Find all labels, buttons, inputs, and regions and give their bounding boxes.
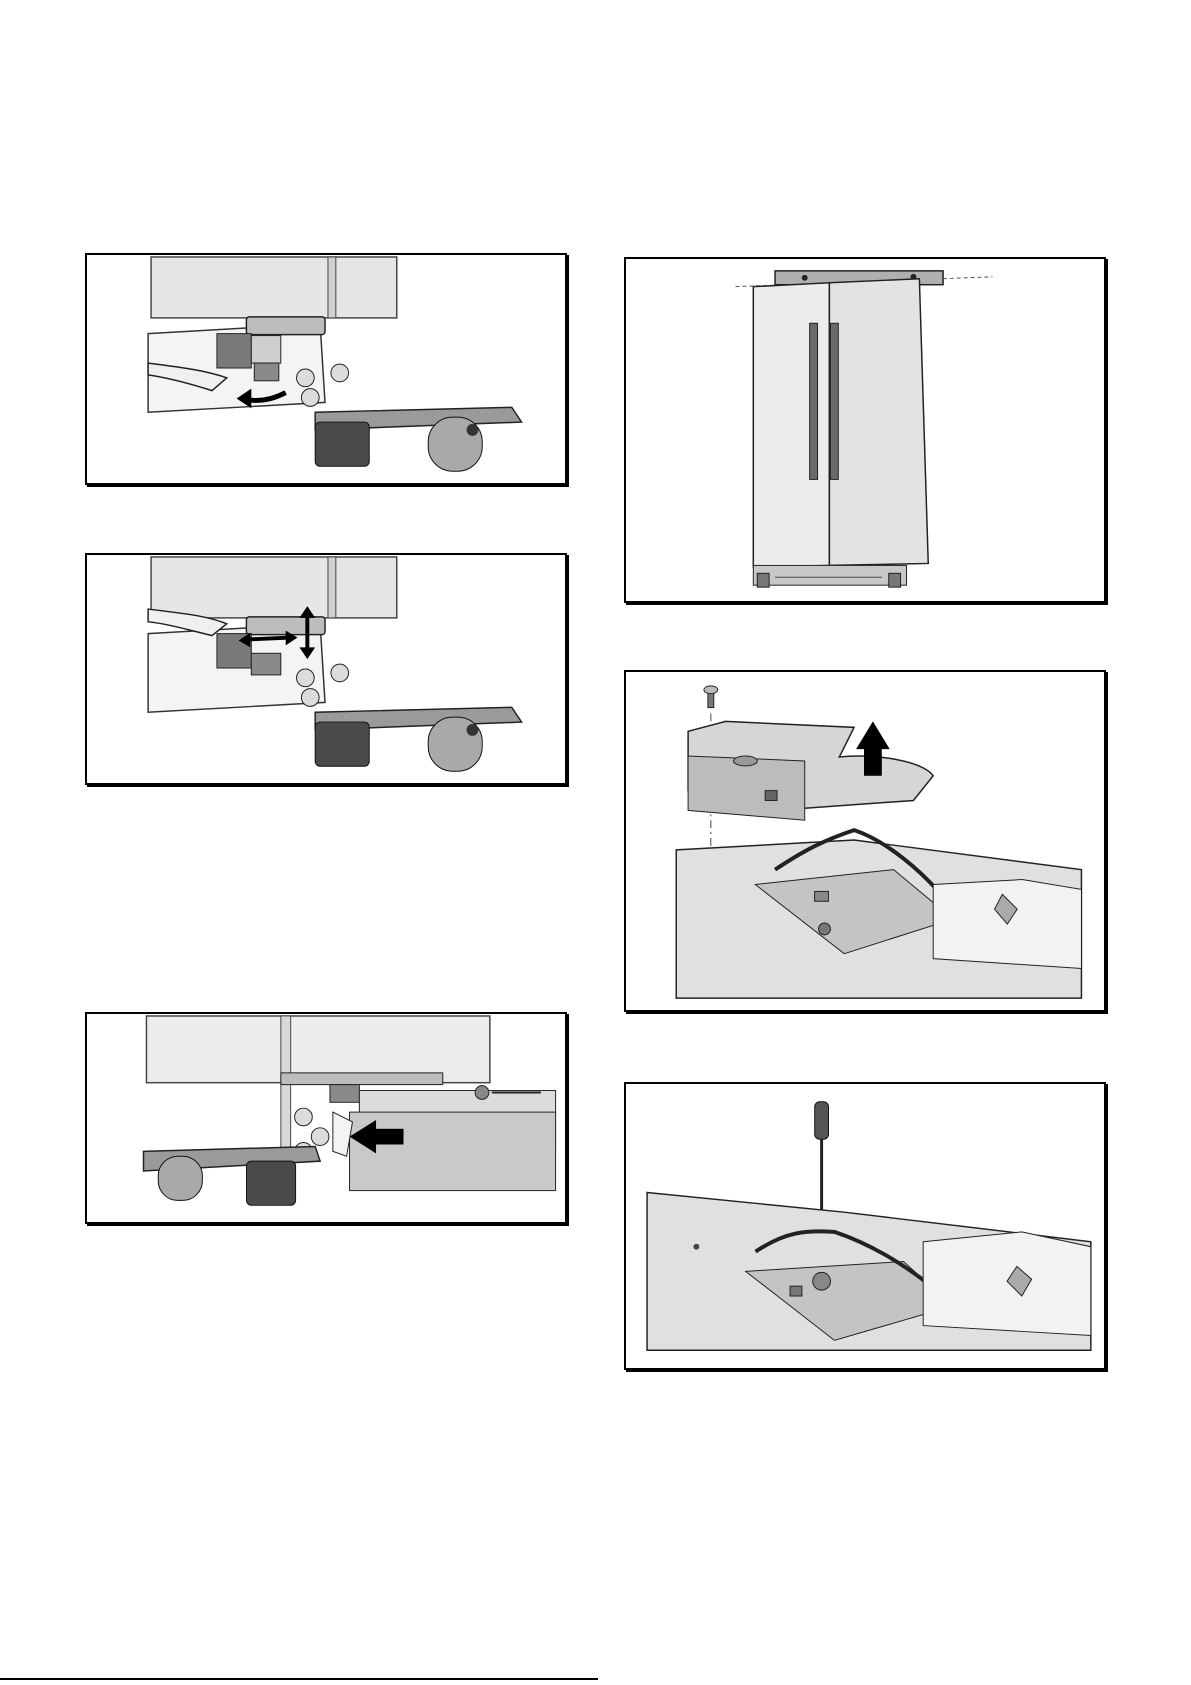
hinge-nut-wrench-illustration [87, 255, 565, 483]
hinge-cover-remove-illustration [626, 672, 1104, 1010]
figure-refrigerator-level [624, 257, 1106, 603]
refrigerator-level-illustration [626, 259, 1104, 601]
figure-hinge-screw-tighten [624, 1082, 1106, 1370]
hinge-screw-screwdriver-illustration [626, 1084, 1104, 1368]
figure-hinge-cover-remove [624, 670, 1106, 1012]
figure-door-height-adjust [85, 553, 567, 785]
figure-hinge-loosen-nut [85, 253, 567, 485]
door-height-adjust-illustration [87, 555, 565, 783]
figure-hinge-bracket-insert [85, 1012, 567, 1224]
hinge-bracket-insert-illustration [87, 1014, 565, 1222]
footer-rule [0, 1678, 598, 1680]
